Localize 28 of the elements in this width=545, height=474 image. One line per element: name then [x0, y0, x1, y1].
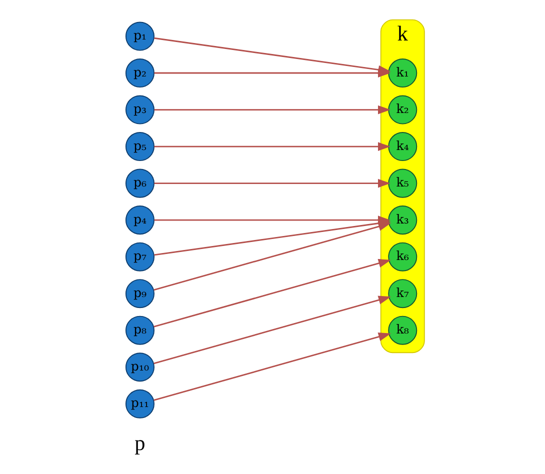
arrow [154, 142, 390, 151]
node-circle: p₆ [124, 168, 154, 198]
node-circle: p₁₁ [124, 389, 154, 418]
node-circle: p₇ [124, 242, 154, 272]
arrow [153, 296, 391, 364]
node-circle: k₅ [388, 168, 417, 198]
label: p [134, 430, 145, 455]
arrow [154, 105, 390, 114]
node-circle: p₁₀ [124, 352, 154, 382]
node-circle: k₆ [388, 242, 417, 272]
node-circle: k₂ [388, 95, 417, 124]
node-circle: k₈ [388, 316, 417, 345]
node-circle: p₂ [124, 58, 154, 88]
node-circle: p₉ [124, 279, 154, 308]
node-circle: p₄ [124, 206, 154, 235]
node-circle: k₃ [388, 206, 417, 235]
node-circle: p₈ [124, 316, 154, 345]
arrow [153, 332, 391, 401]
arrow [153, 222, 391, 291]
arrow [154, 68, 390, 78]
node-circle: k₁ [388, 58, 417, 88]
node-circle: p₁ [124, 22, 154, 51]
node-circle: p₅ [124, 132, 154, 162]
node-circle: k₄ [388, 132, 417, 162]
arrow [153, 259, 391, 328]
node-circle: k₇ [388, 279, 417, 308]
arrow [154, 178, 390, 188]
node-circle: p₃ [124, 95, 154, 124]
